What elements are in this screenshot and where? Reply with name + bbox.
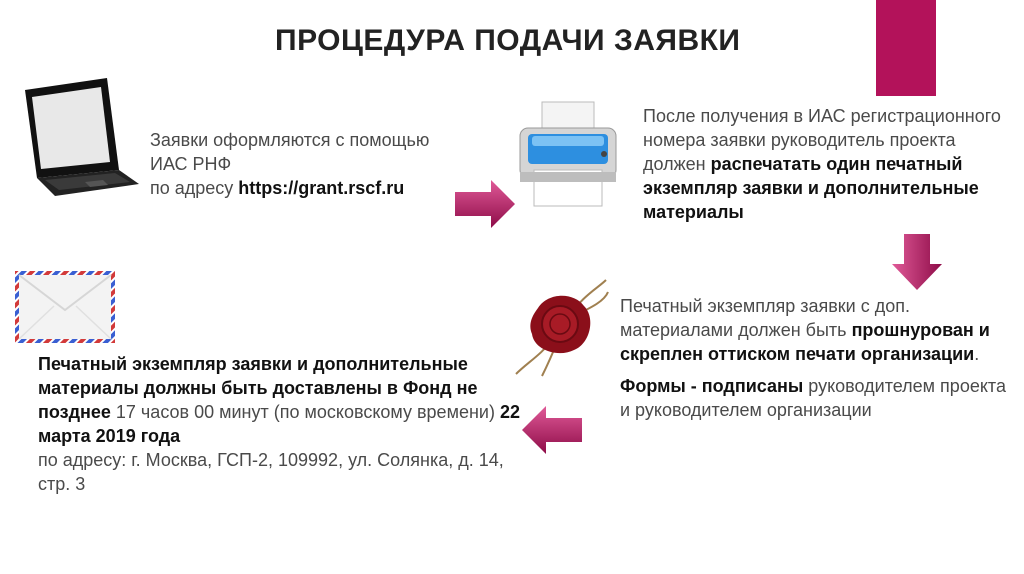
step3-p2-bold: Формы - подписаны — [620, 376, 804, 396]
step2-normal: После получения в ИАС регистрационного н… — [643, 106, 1001, 174]
step1-line2: ИАС РНФ — [150, 154, 232, 174]
step2-bold: распечатать один печатный экземпляр заяв… — [643, 154, 979, 222]
arrow-left-icon — [522, 406, 582, 454]
step4-paragraph: Печатный экземпляр заявки и дополнительн… — [38, 352, 528, 448]
step3-p1-normal: Печатный экземпляр заявки с доп. материа… — [620, 296, 910, 340]
step3-text: Печатный экземпляр заявки с доп. материа… — [620, 294, 1015, 422]
step4-normal1: 17 часов 00 минут (по московскому времен… — [110, 402, 500, 422]
envelope-icon — [15, 271, 115, 343]
step3-p2-normal: руководителем проекта и руководителем ор… — [620, 376, 1006, 420]
printer-icon — [519, 101, 617, 207]
laptop-icon — [25, 78, 139, 196]
step1-line3: по адресу https://grant.rscf.ru — [150, 176, 510, 200]
arrow-right-icon — [455, 180, 515, 228]
step1-address-prefix: по адресу — [150, 178, 239, 198]
deadline-date: 22 марта 2019 года — [38, 402, 520, 446]
accent-bar — [876, 0, 936, 96]
step3-p1-end: . — [974, 344, 980, 364]
arrow-down-icon — [892, 234, 942, 290]
step3-paragraph2: Формы - подписаны руководителем проекта … — [620, 374, 1015, 422]
step3-paragraph1: Печатный экземпляр заявки с доп. материа… — [620, 294, 1015, 366]
step4-bold1: Печатный экземпляр заявки и дополнительн… — [38, 354, 478, 422]
delivery-address: по адресу: г. Москва, ГСП-2, 109992, ул.… — [38, 450, 504, 494]
grant-url-link[interactable]: https://grant.rscf.ru — [238, 178, 405, 198]
step3-p1-bold: прошнурован и скреплен оттиском печати о… — [620, 320, 990, 364]
step1-line1: Заявки оформляются с помощью — [150, 130, 430, 150]
wax-seal-icon — [515, 279, 609, 377]
step4-text: Печатный экземпляр заявки и дополнительн… — [38, 352, 528, 496]
step1-text: Заявки оформляются с помощью ИАС РНФ по … — [150, 128, 510, 200]
step2-text: После получения в ИАС регистрационного н… — [643, 104, 1013, 224]
page-title: ПРОЦЕДУРА ПОДАЧИ ЗАЯВКИ — [275, 24, 741, 57]
